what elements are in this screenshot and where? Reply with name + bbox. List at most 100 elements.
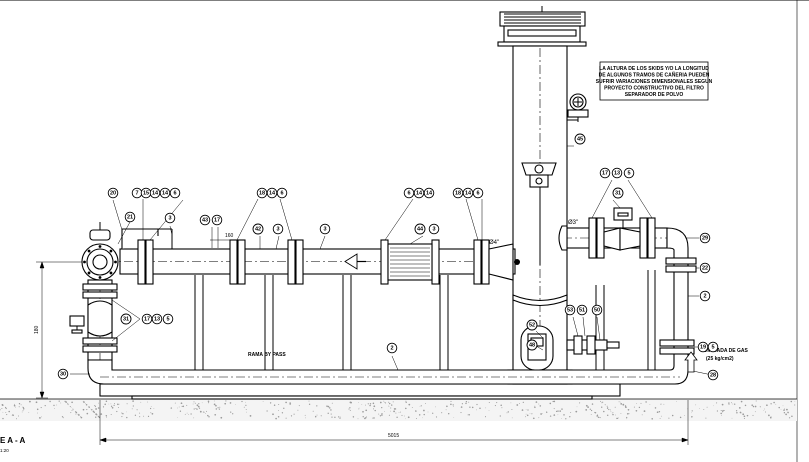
callout-b20: 20 [107, 187, 119, 199]
svg-text:5: 5 [627, 170, 630, 176]
svg-text:14: 14 [269, 190, 276, 196]
callout-b17b: 17 [599, 167, 611, 179]
flow-arrow [344, 253, 366, 270]
callout-b18b: 18 [452, 187, 464, 199]
svg-text:42: 42 [255, 226, 261, 232]
section-scale: 1:20 [0, 448, 9, 453]
callout-b14e: 14 [423, 187, 435, 199]
right-branch [558, 207, 697, 355]
callout-b43: 43 [199, 214, 211, 226]
svg-text:28: 28 [710, 372, 716, 378]
callout-b6b: 6 [276, 187, 288, 199]
callout-b7: 7 [131, 187, 143, 199]
callout-b18a: 18 [256, 187, 268, 199]
gas-inlet-label: ENTRADA DE GAS [703, 348, 748, 354]
gas-inlet-arrow [684, 351, 698, 373]
svg-text:14: 14 [416, 190, 423, 196]
callout-b53: 53 [564, 304, 576, 316]
svg-text:2: 2 [390, 345, 393, 351]
callout-b3d: 3 [428, 223, 440, 235]
skid-base [99, 383, 621, 400]
svg-text:20: 20 [110, 190, 116, 196]
svg-text:6: 6 [173, 190, 176, 196]
ground-hatch [0, 398, 797, 421]
strainer [387, 243, 433, 281]
svg-text:45: 45 [577, 136, 583, 142]
callout-b5a: 5 [623, 167, 635, 179]
svg-text:15: 15 [143, 190, 149, 196]
dim-160: 160 [225, 233, 234, 239]
callout-b15: 15 [140, 187, 152, 199]
svg-text:17: 17 [602, 170, 608, 176]
callout-b13b: 13 [151, 313, 163, 325]
svg-text:6: 6 [407, 190, 410, 196]
callout-b52: 52 [526, 319, 538, 331]
svg-text:2: 2 [703, 293, 706, 299]
svg-text:13: 13 [614, 170, 620, 176]
section-title: E A - A [0, 436, 26, 445]
callout-b3b: 3 [272, 223, 284, 235]
svg-text:22: 22 [702, 265, 708, 271]
svg-text:18: 18 [455, 190, 461, 196]
svg-text:31: 31 [615, 190, 621, 196]
callout-b14f: 14 [462, 187, 474, 199]
svg-text:21: 21 [127, 214, 133, 220]
callout-b31a: 31 [612, 187, 624, 199]
svg-text:43: 43 [202, 217, 208, 223]
callout-b5c: 5 [707, 341, 719, 353]
svg-text:52: 52 [529, 322, 535, 328]
callout-b22: 22 [699, 262, 711, 274]
callout-b14b: 14 [159, 187, 171, 199]
callout-b42: 42 [252, 223, 264, 235]
svg-text:5: 5 [166, 316, 169, 322]
svg-text:48: 48 [529, 342, 535, 348]
callout-b5b: 5 [162, 313, 174, 325]
svg-text:5: 5 [711, 344, 714, 350]
svg-text:19: 19 [700, 344, 706, 350]
svg-text:3: 3 [432, 226, 435, 232]
svg-text:6: 6 [476, 190, 479, 196]
callout-b3c: 3 [319, 223, 331, 235]
svg-text:13: 13 [154, 316, 160, 322]
svg-text:3: 3 [323, 226, 326, 232]
svg-text:3: 3 [276, 226, 279, 232]
callout-b14c: 14 [266, 187, 278, 199]
svg-text:31: 31 [123, 316, 129, 322]
svg-text:17: 17 [214, 217, 220, 223]
callout-b17c: 17 [141, 313, 153, 325]
dim-height: 180 [34, 325, 40, 334]
callout-b30: 30 [57, 368, 69, 380]
callout-b14a: 14 [149, 187, 161, 199]
callout-b29: 29 [699, 232, 711, 244]
vessel-inlet [488, 243, 520, 281]
callout-b28: 28 [707, 369, 719, 381]
callout-b3a: 3 [164, 212, 176, 224]
callout-b31b: 31 [120, 313, 132, 325]
callout-b6d: 6 [472, 187, 484, 199]
callout-b6c: 6 [403, 187, 415, 199]
callout-b50: 50 [591, 304, 603, 316]
svg-text:30: 30 [60, 371, 66, 377]
note-line-3: SUFRIR VARIACIONES DIMENSIONALES SEGUN [596, 79, 713, 85]
gas-inlet-pressure: (25 kg/cm2) [706, 356, 734, 362]
svg-text:3: 3 [168, 215, 171, 221]
branch-pipe-size: Ø3" [568, 220, 578, 226]
design-note: LA ALTURA DE LOS SKIDS Y/O LA LONGITUD D… [596, 61, 713, 101]
left-vertical-pipe [69, 279, 118, 370]
bypass-pipe [87, 351, 689, 385]
note-line-5: SEPARADOR DE POLVO [625, 92, 684, 98]
svg-text:51: 51 [579, 307, 585, 313]
callout-b19: 19 [697, 341, 709, 353]
svg-text:17: 17 [144, 316, 150, 322]
callout-b21: 21 [124, 211, 136, 223]
note-line-4: PROYECTO CONSTRUCTIVO DEL FILTRO [604, 86, 704, 92]
main-pipe-size: Ø4" [489, 240, 499, 246]
drain-assembly [566, 335, 620, 362]
callout-b45: 45 [574, 133, 586, 145]
callout-b13a: 13 [611, 167, 623, 179]
note-line-1: LA ALTURA DE LOS SKIDS Y/O LA LONGITUD [599, 66, 709, 72]
callout-b44: 44 [414, 223, 426, 235]
gauge-assembly [567, 93, 589, 122]
svg-text:50: 50 [594, 307, 600, 313]
